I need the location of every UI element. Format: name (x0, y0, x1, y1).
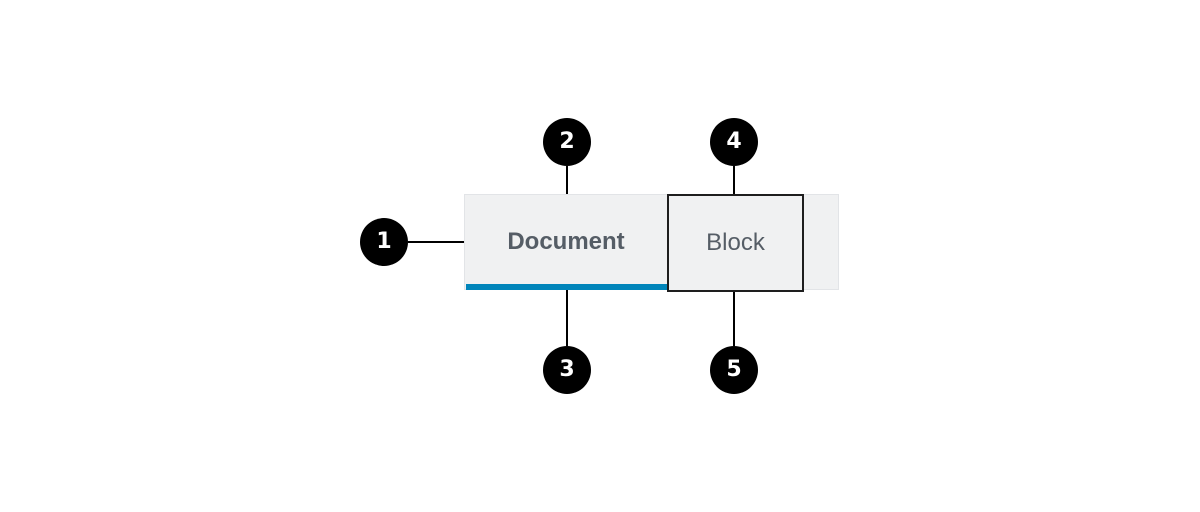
callout-5-number: 5 (726, 357, 742, 382)
callout-1-number: 1 (376, 229, 392, 254)
callout-3: 3 (543, 346, 591, 394)
tab-block-label: Block (706, 229, 765, 256)
tab-document-label: Document (507, 228, 625, 255)
tab-block[interactable]: Block (667, 194, 804, 292)
callout-5: 5 (710, 346, 758, 394)
tab-document[interactable]: Document (465, 195, 667, 289)
callout-2-number: 2 (559, 129, 575, 154)
active-tab-indicator (466, 284, 667, 290)
callout-1: 1 (360, 218, 408, 266)
callout-2: 2 (543, 118, 591, 166)
tab-bar: Document Block (464, 194, 839, 292)
callout-4-number: 4 (726, 129, 742, 154)
callout-4: 4 (710, 118, 758, 166)
callout-3-number: 3 (559, 357, 575, 382)
